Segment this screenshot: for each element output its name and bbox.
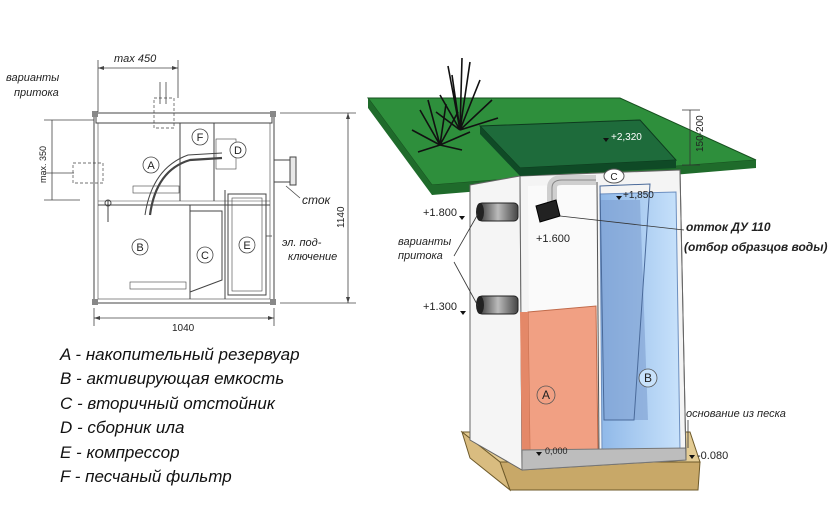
- plan-inlet-label-1: варианты: [6, 72, 59, 84]
- level-minus-0080: -0.080: [697, 450, 728, 462]
- plan-inlet-label-2: притока: [14, 87, 59, 99]
- level-1300: +1.300: [423, 301, 457, 313]
- tank-c-label: C: [610, 172, 617, 183]
- plan-dim-width: 1040: [172, 323, 195, 334]
- outlet-pipe: [535, 175, 596, 223]
- level-1850: +1,850: [623, 190, 654, 201]
- plan-zone-a: A: [147, 160, 155, 172]
- legend-item-e: E - компрессор: [60, 442, 180, 462]
- level-1600: +1.600: [536, 233, 570, 245]
- plan-zone-d: D: [234, 145, 242, 157]
- level-2320: +2,320: [611, 132, 642, 143]
- inlet-pipe-lower: [476, 295, 519, 315]
- plan-power-label-1: эл. под-: [282, 237, 322, 249]
- section-inlet-label-2: притока: [398, 250, 443, 262]
- plan-dim-side: max. 350: [38, 146, 48, 183]
- plan-dimensions: [44, 60, 356, 326]
- depth-range-dimension: [682, 109, 700, 166]
- tank-a-label: A: [542, 388, 550, 402]
- level-1800: +1.800: [423, 207, 457, 219]
- tank-lid: [478, 119, 678, 176]
- leader-lines: [453, 213, 689, 448]
- plan-zone-e: E: [243, 240, 250, 252]
- tank-b-label: B: [644, 371, 652, 385]
- plan-zone-b: B: [136, 242, 143, 254]
- level-0000: 0,000: [545, 446, 568, 456]
- section-inlet-label-1: варианты: [398, 236, 451, 248]
- plan-dim-top: max 450: [114, 53, 157, 65]
- c-marker: [603, 168, 625, 184]
- outlet-label: отток ДУ 110: [686, 220, 771, 234]
- sampling-label: (отбор образцов воды): [684, 240, 827, 254]
- legend-item-a: A - накопительный резервуар: [60, 345, 300, 364]
- section-zone-markers: [536, 368, 658, 405]
- plan-drain-label: сток: [302, 193, 332, 207]
- legend-item-b: B - активирующая емкость: [60, 369, 285, 389]
- inlet-pipe-upper: [476, 202, 519, 222]
- sand-base-label: основание из песка: [686, 408, 786, 420]
- grass-tufts: [411, 57, 499, 153]
- depth-range-label: 150-200: [695, 115, 706, 152]
- legend-item-c: C - вторичный отстойник: [60, 393, 275, 413]
- plan-dim-height: 1140: [336, 206, 347, 228]
- plan-power-label-2: ключение: [288, 251, 337, 263]
- tank-body: [469, 169, 687, 471]
- plan-view: [72, 97, 297, 305]
- plan-zone-f: F: [197, 132, 204, 144]
- legend: A - накопительный резервуар B - активиру…: [60, 343, 300, 489]
- legend-item-d: D - сборник ила: [60, 418, 185, 438]
- plan-zone-markers: [131, 128, 256, 264]
- plan-zone-c: C: [201, 250, 209, 262]
- legend-item-f: F - песчаный фильтр: [60, 467, 232, 487]
